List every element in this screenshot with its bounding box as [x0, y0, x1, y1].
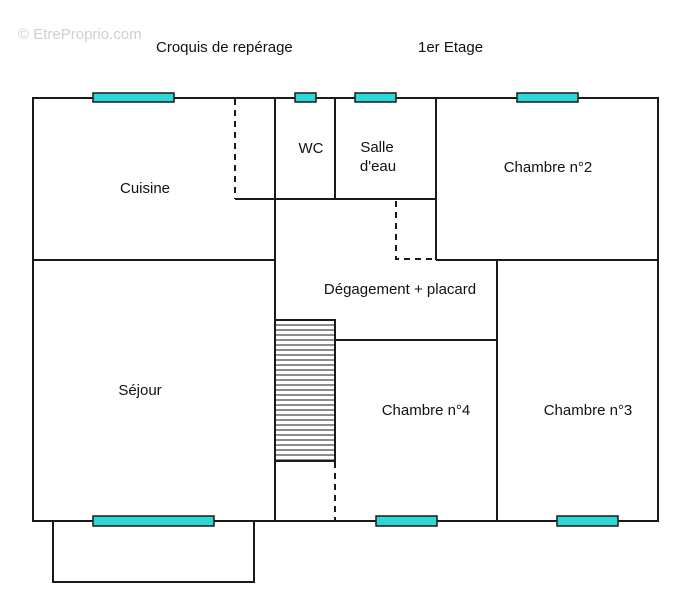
- floor-label: 1er Etage: [418, 39, 483, 56]
- window-chambre2: [516, 92, 579, 103]
- room-label-salle-line2: d'eau: [360, 158, 396, 175]
- room-label-chambre3: Chambre n°3: [544, 402, 633, 419]
- plan-title: Croquis de repérage: [156, 39, 293, 56]
- watermark: © EtreProprio.com: [18, 26, 142, 43]
- window-sejour: [92, 515, 215, 527]
- room-label-salle-line1: Salle: [360, 139, 393, 156]
- room-label-chambre4: Chambre n°4: [382, 402, 471, 419]
- window-wc: [294, 92, 317, 103]
- dashed-partition-degagement: [395, 201, 436, 260]
- room-label-sejour: Séjour: [118, 382, 161, 399]
- window-salle-eau: [354, 92, 397, 103]
- balcony: [52, 521, 255, 583]
- window-cuisine: [92, 92, 175, 103]
- room-label-chambre2: Chambre n°2: [504, 159, 593, 176]
- staircase: [274, 319, 336, 462]
- room-label-cuisine: Cuisine: [120, 180, 170, 197]
- room-label-degagement: Dégagement + placard: [324, 281, 476, 298]
- window-chambre3: [556, 515, 619, 527]
- room-label-wc: WC: [299, 140, 324, 157]
- outer-wall: [32, 97, 659, 522]
- window-chambre4: [375, 515, 438, 527]
